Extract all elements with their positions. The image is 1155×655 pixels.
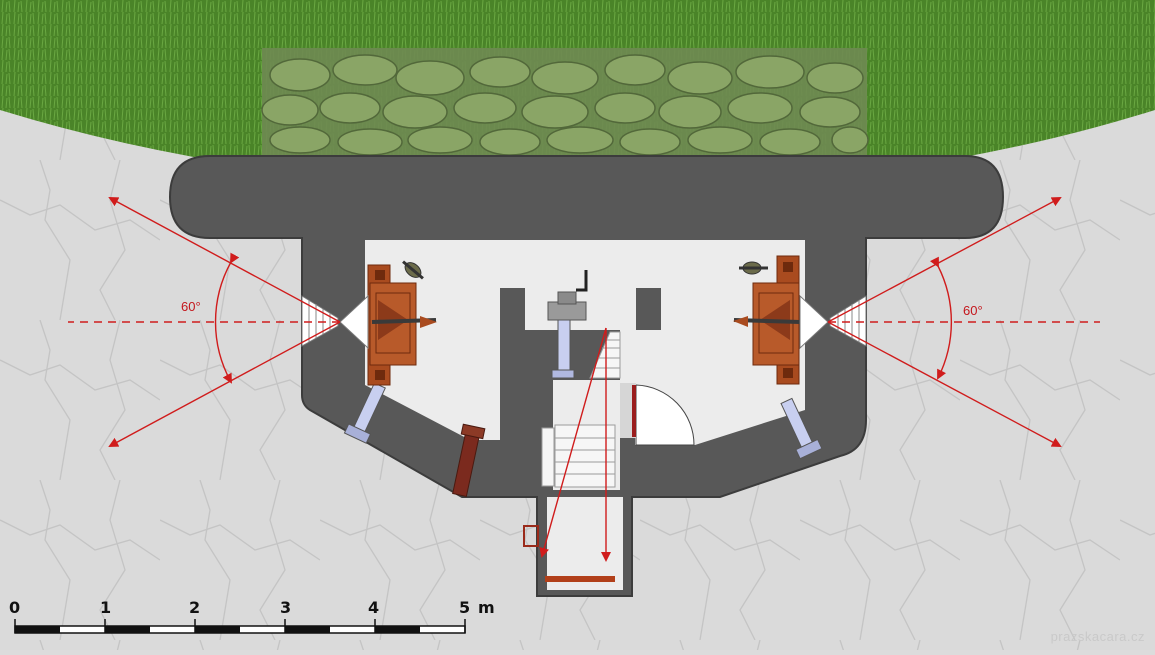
right-firing-arcs [827,197,1100,447]
scale-tick-5: 5 [459,598,471,617]
door-swing [620,383,695,446]
scale-tick-4: 4 [368,598,380,617]
left-firing-arcs [68,197,341,447]
right-embrasure [799,294,867,350]
stone-wall [261,48,869,156]
periscope [547,270,588,379]
watermark: prazskacara.cz [1050,629,1145,644]
left-handwheel [402,260,424,280]
scale-tick-3: 3 [280,598,292,617]
entrance-step [545,576,615,582]
scale-unit: m [478,598,495,617]
entrance-corridor [547,497,623,590]
left-gun-mount [367,264,417,386]
right-angle-label: 60° [963,303,983,318]
entrance-sight-lines [539,327,611,562]
interior-floor [365,240,805,445]
scale-tick-0: 0 [9,598,21,617]
left-angle-label: 60° [181,299,201,314]
scale-tick-1: 1 [100,598,112,617]
door-bracket [523,525,539,547]
right-vent-pipe [780,397,823,460]
exit-tube [452,423,486,498]
left-rifle [371,316,437,328]
left-vent-pipe [343,382,386,444]
stairs [541,331,621,488]
scale-tick-2: 2 [189,598,201,617]
scale-bar [14,619,466,634]
right-handwheel [739,261,768,275]
right-rifle [733,316,801,327]
